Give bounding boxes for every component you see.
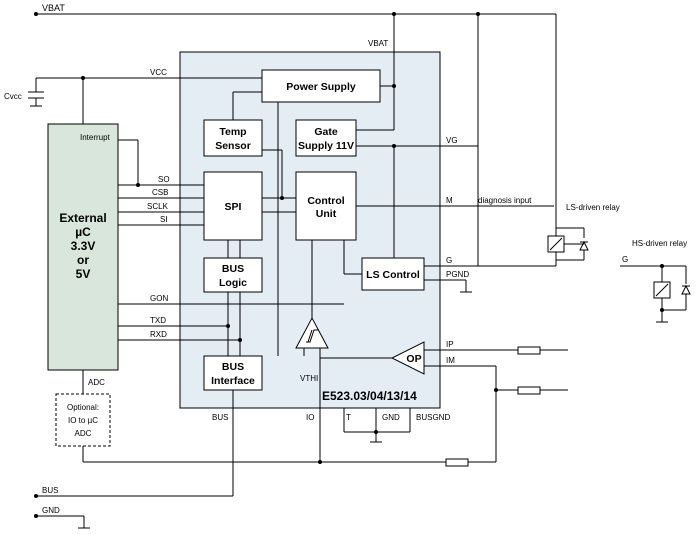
- sclk-label: SCLK: [147, 202, 169, 211]
- bus-logic-label-2: Logic: [219, 277, 247, 289]
- op-amp-label: OP: [406, 353, 421, 365]
- temp-sensor-block: [203, 119, 263, 157]
- ls-relay-label: LS-driven relay: [566, 203, 620, 212]
- uc-line-5: 5V: [76, 267, 91, 281]
- uc-line-1: External: [59, 211, 106, 225]
- cvcc-label: Cvcc: [4, 92, 22, 101]
- ls-control-label: LS Control: [366, 269, 420, 281]
- bus-logic-block: [203, 257, 263, 293]
- g-label: G: [446, 256, 452, 265]
- ip-resistor: [517, 346, 541, 355]
- vcc-label: VCC: [150, 68, 167, 77]
- hs-relay-diode: [681, 284, 691, 295]
- gate-supply-label-2: Supply 11V: [298, 140, 354, 152]
- optional-line-1: Optional:: [67, 403, 99, 412]
- bus-ext-label: BUS: [42, 486, 58, 495]
- ip-label: IP: [446, 340, 454, 349]
- temp-sensor-label-1: Temp: [219, 126, 246, 138]
- interrupt-label: Interrupt: [80, 133, 111, 142]
- so-label: SO: [158, 175, 170, 184]
- vbat-label-top: VBAT: [42, 3, 65, 13]
- power-supply-block: [261, 69, 381, 103]
- microcontroller-box: [47, 123, 119, 371]
- optional-line-3: ADC: [75, 429, 92, 438]
- rxd-label: RXD: [150, 330, 167, 339]
- optional-line-2: IO to µC: [68, 416, 98, 425]
- gon-label: GON: [150, 294, 168, 303]
- hysteresis-icon: [306, 329, 318, 343]
- gnd-pin-label: GND: [382, 413, 400, 422]
- op-amp-symbol: [390, 341, 425, 375]
- uc-line-4: or: [77, 253, 89, 267]
- bus-interface-label-1: BUS: [222, 361, 244, 373]
- hs-relay-label: HS-driven relay: [632, 239, 687, 248]
- bus-pin-label: BUS: [212, 413, 228, 422]
- t-pin-label: T: [346, 413, 351, 422]
- vbat-label-chip: VBAT: [368, 39, 388, 48]
- temp-sensor-label-2: Sensor: [215, 140, 251, 152]
- vg-label: VG: [446, 136, 458, 145]
- uc-line-3: 3.3V: [71, 239, 96, 253]
- control-unit-label-2: Unit: [316, 208, 337, 220]
- ls-relay-diode: [579, 240, 589, 251]
- busgnd-pin-label: BUSGND: [416, 413, 450, 422]
- bus-terminal: [34, 494, 38, 498]
- adc-label: ADC: [88, 378, 105, 387]
- m-label: M: [446, 196, 453, 205]
- gate-supply-label-1: Gate: [314, 126, 338, 138]
- chip-title: E523.03/04/13/14: [322, 389, 417, 403]
- vthi-label: VTHI: [300, 374, 318, 383]
- g-hs-label: G: [622, 255, 628, 264]
- io-pin-label: IO: [306, 413, 314, 422]
- pgnd-label: PGND: [446, 270, 469, 279]
- diagnosis-label: diagnosis input: [478, 196, 532, 205]
- optional-adc-box: [55, 393, 111, 447]
- bus-interface-block: [203, 355, 263, 391]
- adc-resistor: [445, 458, 469, 467]
- im-label: IM: [446, 356, 455, 365]
- csb-label: CSB: [152, 188, 168, 197]
- spi-label: SPI: [225, 201, 242, 213]
- txd-label: TXD: [150, 316, 166, 325]
- bus-logic-label-1: BUS: [222, 263, 244, 275]
- comparator-symbol: [295, 316, 329, 349]
- power-supply-label: Power Supply: [286, 81, 356, 93]
- spi-block: [203, 171, 263, 241]
- control-unit-label-1: Control: [307, 195, 344, 207]
- gate-supply-block: [295, 119, 357, 157]
- si-label: SI: [160, 215, 168, 224]
- im-resistor: [517, 386, 541, 395]
- bus-interface-label-2: Interface: [211, 375, 255, 387]
- gnd-ext-label: GND: [42, 506, 60, 515]
- control-unit-block: [295, 171, 357, 241]
- uc-line-2: µC: [75, 225, 91, 239]
